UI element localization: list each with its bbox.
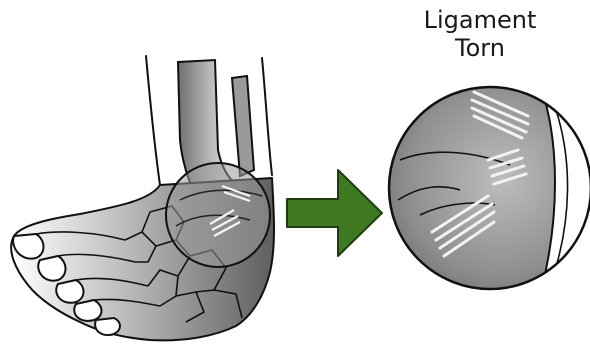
ligament-torn-label-line2: Torn — [405, 34, 555, 62]
ligament-torn-label-line1: Ligament — [405, 6, 555, 34]
right-arrow-icon — [287, 170, 382, 256]
zoomed-ligament-detail — [385, 85, 590, 295]
